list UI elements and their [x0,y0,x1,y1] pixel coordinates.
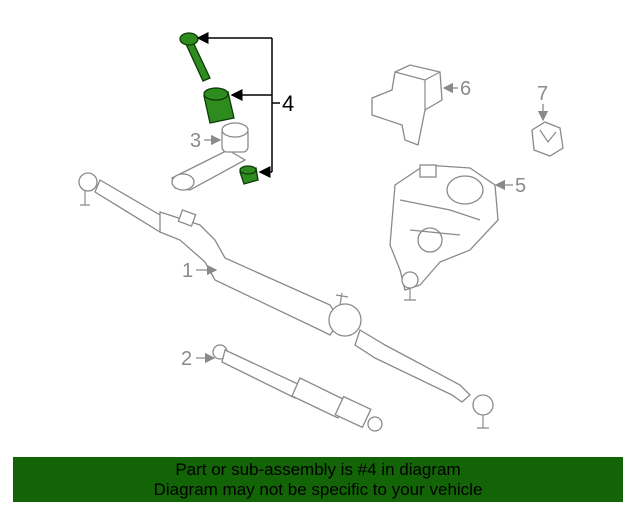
callout-6: 6 [460,78,471,100]
part-3-idler-arm[interactable] [171,122,249,191]
part-4-bolt[interactable] [179,32,211,82]
callout-2: 2 [181,348,192,370]
part-7-clip[interactable] [531,121,564,157]
part-4-bushing[interactable] [203,87,235,124]
callout-3: 3 [190,130,201,152]
part-2-steering-damper[interactable] [212,344,383,432]
notice-line-1: Part or sub-assembly is #4 in diagram [175,460,461,479]
part-5-steering-gear[interactable] [389,164,499,301]
notice-line-2: Diagram may not be specific to your vehi… [153,480,483,499]
part-6-bracket[interactable] [371,64,443,146]
callout-5: 5 [515,175,526,197]
parts-diagram: 1 2 3 4 6 [78,32,564,432]
callout-1: 1 [182,260,193,282]
callout-4-bracket [196,32,280,178]
diagram-notice-banner: Part or sub-assembly is #4 in diagram Di… [13,457,623,502]
part-4-nut[interactable] [239,165,259,185]
callout-4: 4 [282,91,294,116]
callout-7: 7 [537,83,548,105]
part-1-center-link[interactable] [78,172,494,429]
